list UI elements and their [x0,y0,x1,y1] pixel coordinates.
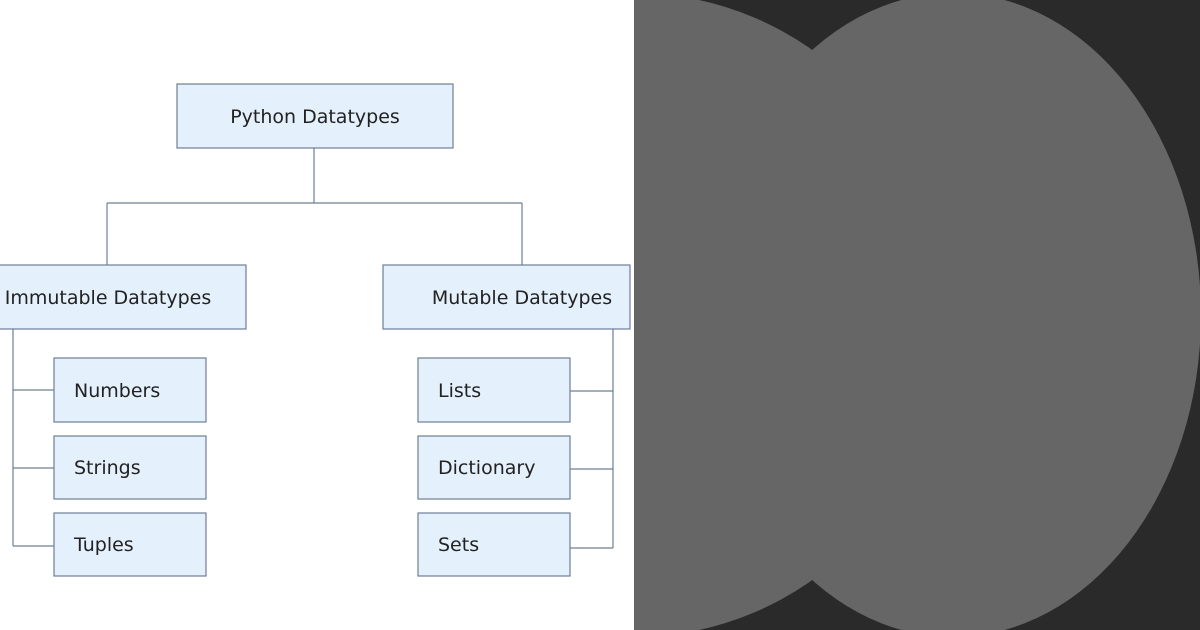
root-node-box [176,83,454,149]
leaf-node-sets: Sets [417,512,571,577]
leaf-box-lists [417,357,571,423]
leaf-label-numbers: Numbers [74,380,160,402]
leaf-label-dictionary: Dictionary [438,457,535,479]
leaf-box-strings [53,435,207,500]
decorative-half-circles-panel [634,0,1200,630]
tree-connectors [12,148,614,549]
immutable-branch-node: Immutable Datatypes [0,264,247,330]
leaf-box-dictionary [417,435,571,500]
leaf-node-numbers: Numbers [53,357,207,423]
leaf-box-tuples [53,512,207,577]
root-node-label: Python Datatypes [230,106,400,128]
leaf-label-strings: Strings [74,457,141,479]
leaf-node-tuples: Tuples [53,512,207,577]
datatype-tree-diagram: Python Datatypes Immutable Datatypes Mut… [0,83,631,577]
mutable-branch-label: Mutable Datatypes [432,287,612,309]
immutable-branch-label: Immutable Datatypes [5,287,212,309]
decor-half-circle-right [705,0,1200,630]
leaf-label-sets: Sets [438,534,479,556]
leaf-box-sets [417,512,571,577]
decorative-svg [634,0,1200,630]
leaf-label-lists: Lists [438,380,481,402]
leaf-label-tuples: Tuples [73,534,134,556]
mutable-branch-node: Mutable Datatypes [382,264,631,330]
immutable-branch-box [0,264,247,330]
tree-svg: Python Datatypes Immutable Datatypes Mut… [0,83,631,577]
leaf-node-lists: Lists [417,357,571,423]
mutable-branch-box [382,264,631,330]
leaf-box-numbers [53,357,207,423]
leaf-node-strings: Strings [53,435,207,500]
leaf-node-dictionary: Dictionary [417,435,571,500]
root-node: Python Datatypes [176,83,454,149]
